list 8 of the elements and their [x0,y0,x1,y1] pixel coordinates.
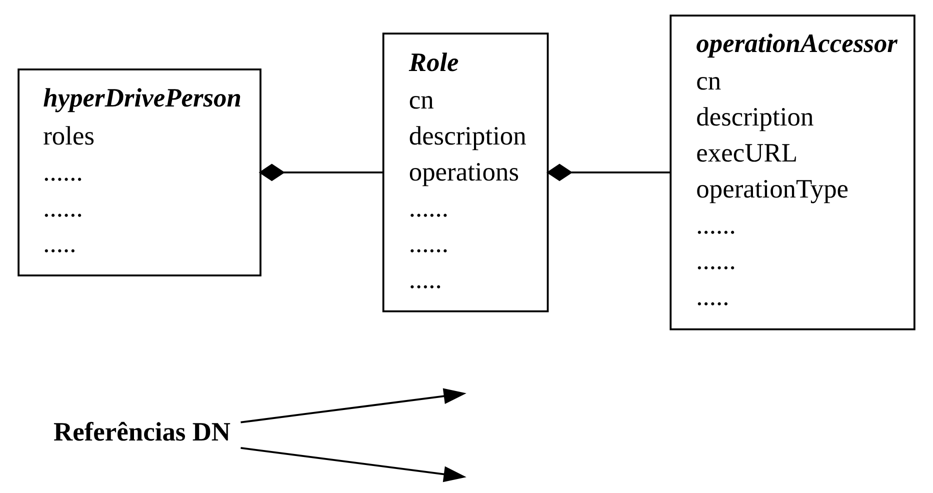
node-box: Role cn description operations ...... ...... ..... [382,32,549,312]
connector [258,164,384,182]
arrow [240,447,466,482]
arrow [240,388,466,424]
node-box: operationAccessor cn description execURL operationType ...... ...... ..... [670,14,916,330]
node-text: Referências DN [54,416,231,446]
node-box: hyperDrivePerson roles ...... ...... ..... [18,68,262,276]
connector [546,164,670,182]
